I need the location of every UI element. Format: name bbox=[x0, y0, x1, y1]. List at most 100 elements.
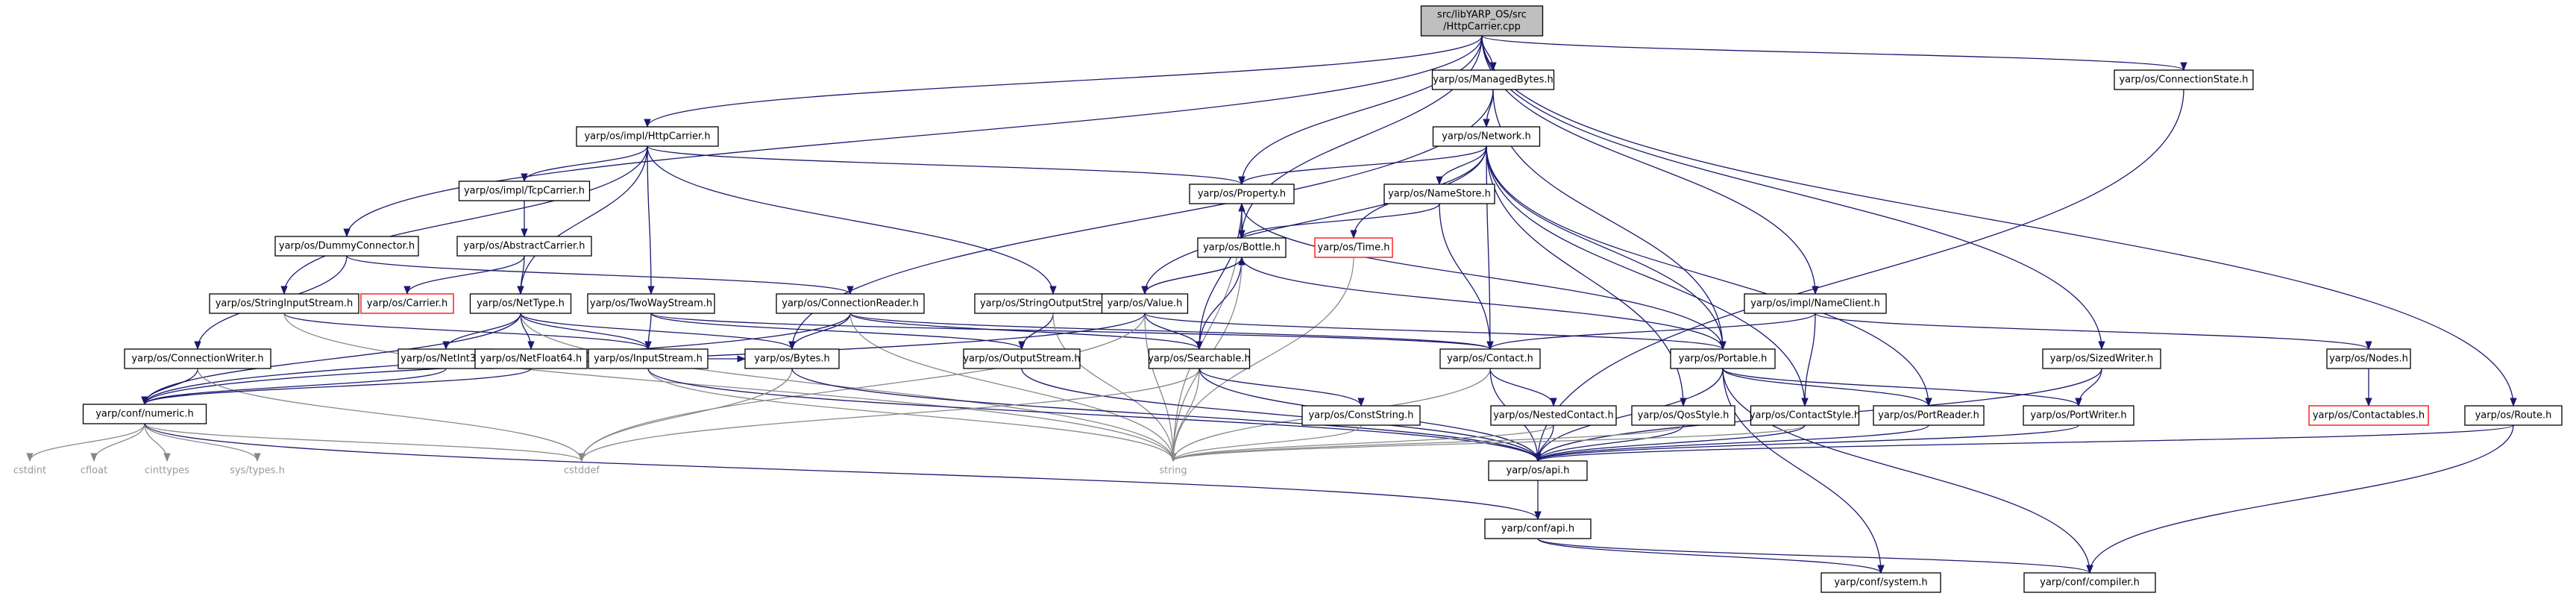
edge-network-to-contact bbox=[1486, 145, 1494, 351]
node-outputstream[interactable]: yarp/os/OutputStream.h bbox=[963, 348, 1081, 369]
node-box-impl_httpcarrier bbox=[576, 126, 719, 147]
node-box-portable bbox=[1670, 348, 1776, 369]
node-stringinputstream[interactable]: yarp/os/StringInputStream.h bbox=[209, 293, 359, 314]
node-label-abstractcarrier: yarp/os/AbstractCarrier.h bbox=[464, 241, 585, 252]
node-managedbytes[interactable]: yarp/os/ManagedBytes.h bbox=[1431, 69, 1555, 90]
node-label-nodes: yarp/os/Nodes.h bbox=[2329, 354, 2408, 365]
node-inputstream[interactable]: yarp/os/InputStream.h bbox=[588, 348, 709, 369]
edge-numeric-to-conf_api bbox=[144, 423, 1542, 521]
node-portwriter[interactable]: yarp/os/PortWriter.h bbox=[2023, 405, 2134, 426]
edge-network-to-portreader bbox=[1486, 145, 1932, 407]
edge-stringoutputstream-to-outputstream bbox=[1018, 313, 1054, 351]
node-sizedwriter[interactable]: yarp/os/SizedWriter.h bbox=[2042, 348, 2161, 369]
node-nettype[interactable]: yarp/os/NetType.h bbox=[469, 293, 572, 314]
node-property[interactable]: yarp/os/Property.h bbox=[1189, 183, 1295, 204]
node-label-stringinputstream: yarp/os/StringInputStream.h bbox=[216, 298, 354, 310]
edge-bottle-to-searchable bbox=[1196, 257, 1243, 351]
node-box-bottle bbox=[1197, 237, 1287, 258]
edge-impl_httpcarrier-to-nettype bbox=[517, 145, 648, 295]
node-bytes[interactable]: yarp/os/Bytes.h bbox=[744, 348, 840, 369]
node-label-systypes: sys/types.h bbox=[230, 465, 285, 477]
node-qosstyle[interactable]: yarp/os/QosStyle.h bbox=[1631, 405, 1735, 426]
edge-stringinputstream-to-string bbox=[283, 313, 1177, 462]
node-label-time: yarp/os/Time.h bbox=[1318, 242, 1390, 254]
node-impl_nameclient[interactable]: yarp/os/impl/NameClient.h bbox=[1744, 293, 1887, 314]
node-contact[interactable]: yarp/os/Contact.h bbox=[1439, 348, 1541, 369]
node-conf_compiler[interactable]: yarp/conf/compiler.h bbox=[2023, 572, 2156, 593]
edge-impl_httpcarrier-to-stringoutputstream bbox=[647, 145, 1057, 295]
node-conststring[interactable]: yarp/os/ConstString.h bbox=[1301, 405, 1421, 426]
node-stringoutputstream[interactable]: yarp/os/StringOutputStream.h bbox=[974, 293, 1132, 314]
node-connectionwriter[interactable]: yarp/os/ConnectionWriter.h bbox=[124, 348, 271, 369]
node-box-network bbox=[1432, 126, 1541, 147]
node-twowaystream[interactable]: yarp/os/TwoWayStream.h bbox=[587, 293, 715, 314]
edge-netint32-to-numeric bbox=[141, 368, 447, 406]
node-label-route: yarp/os/Route.h bbox=[2475, 410, 2552, 421]
node-network[interactable]: yarp/os/Network.h bbox=[1432, 126, 1541, 147]
node-label-nettype: yarp/os/NetType.h bbox=[477, 298, 565, 310]
edge-portable-to-portreader bbox=[1722, 368, 1932, 407]
node-connectionstate[interactable]: yarp/os/ConnectionState.h bbox=[2114, 69, 2254, 90]
node-label-contact: yarp/os/Contact.h bbox=[1447, 354, 1533, 365]
node-connectionreader[interactable]: yarp/os/ConnectionReader.h bbox=[776, 293, 925, 314]
node-label-carrier: yarp/os/Carrier.h bbox=[367, 298, 447, 310]
node-netfloat64[interactable]: yarp/os/NetFloat64.h bbox=[474, 348, 588, 369]
edge-route-to-conf_compiler bbox=[2086, 424, 2514, 574]
node-label-contactables: yarp/os/Contactables.h bbox=[2313, 410, 2425, 421]
node-carrier[interactable]: yarp/os/Carrier.h bbox=[360, 293, 454, 314]
node-box-portwriter bbox=[2023, 405, 2134, 426]
edge-numeric-to-cstddef bbox=[144, 423, 585, 462]
node-label-connectionwriter: yarp/os/ConnectionWriter.h bbox=[131, 354, 263, 365]
edge-portable-to-conf_compiler bbox=[1722, 368, 2093, 574]
edge-impl_httpcarrier-to-impl_tcpcarrier bbox=[521, 145, 648, 183]
edge-impl_nameclient-to-nodes bbox=[1815, 313, 2372, 351]
edge-connectionreader-to-contact bbox=[849, 313, 1494, 351]
edge-impl_nameclient-to-contact bbox=[1486, 313, 1816, 351]
edge-root-to-route bbox=[1481, 35, 2517, 407]
node-portable[interactable]: yarp/os/Portable.h bbox=[1670, 348, 1776, 369]
node-label-outputstream: yarp/os/OutputStream.h bbox=[963, 354, 1080, 365]
node-bottle[interactable]: yarp/os/Bottle.h bbox=[1197, 237, 1287, 258]
edge-network-to-contactstyle bbox=[1486, 145, 1809, 407]
edge-netfloat64-to-numeric bbox=[141, 368, 532, 406]
node-impl_tcpcarrier[interactable]: yarp/os/impl/TcpCarrier.h bbox=[458, 181, 591, 201]
node-label-qosstyle: yarp/os/QosStyle.h bbox=[1638, 410, 1730, 421]
node-time[interactable]: yarp/os/Time.h bbox=[1314, 237, 1393, 258]
edge-numeric-to-cstdint bbox=[26, 423, 145, 462]
node-label-connectionstate: yarp/os/ConnectionState.h bbox=[2119, 75, 2248, 86]
node-systypes: sys/types.h bbox=[230, 465, 285, 477]
node-label-value: yarp/os/Value.h bbox=[1108, 298, 1183, 310]
node-nodes[interactable]: yarp/os/Nodes.h bbox=[2326, 348, 2411, 369]
node-abstractcarrier[interactable]: yarp/os/AbstractCarrier.h bbox=[456, 236, 592, 257]
edge-namestore-to-bottle bbox=[1238, 203, 1440, 239]
node-searchable[interactable]: yarp/os/Searchable.h bbox=[1148, 348, 1251, 369]
edge-root-to-property bbox=[1238, 35, 1483, 186]
edge-network-to-namestore bbox=[1436, 145, 1487, 186]
edge-portable-to-api bbox=[1534, 368, 1724, 462]
node-nestedcontact[interactable]: yarp/os/NestedContact.h bbox=[1490, 405, 1617, 426]
node-root[interactable]: src/libYARP_OS/src/HttpCarrier.cpp bbox=[1420, 5, 1544, 37]
node-label-namestore: yarp/os/NameStore.h bbox=[1388, 189, 1491, 200]
node-label-cfloat: cfloat bbox=[81, 465, 107, 477]
node-label-bottle: yarp/os/Bottle.h bbox=[1203, 242, 1281, 254]
node-namestore[interactable]: yarp/os/NameStore.h bbox=[1383, 183, 1495, 204]
node-box-carrier bbox=[360, 293, 454, 314]
node-dummyconnector[interactable]: yarp/os/DummyConnector.h bbox=[274, 236, 419, 257]
node-conf_api[interactable]: yarp/conf/api.h bbox=[1484, 518, 1592, 539]
node-conf_system[interactable]: yarp/conf/system.h bbox=[1821, 572, 1941, 593]
node-route[interactable]: yarp/os/Route.h bbox=[2464, 405, 2563, 426]
node-impl_httpcarrier[interactable]: yarp/os/impl/HttpCarrier.h bbox=[576, 126, 719, 147]
node-numeric[interactable]: yarp/conf/numeric.h bbox=[82, 404, 207, 424]
node-contactables[interactable]: yarp/os/Contactables.h bbox=[2308, 405, 2429, 426]
edge-connectionreader-to-string bbox=[849, 313, 1177, 462]
node-portreader[interactable]: yarp/os/PortReader.h bbox=[1873, 405, 1985, 426]
node-contactstyle[interactable]: yarp/os/ContactStyle.h bbox=[1750, 405, 1860, 426]
edge-searchable-to-conststring bbox=[1199, 368, 1365, 407]
edge-root-to-sizedwriter bbox=[1481, 35, 2105, 351]
edge-route-to-api bbox=[1534, 424, 2514, 462]
node-api[interactable]: yarp/os/api.h bbox=[1488, 460, 1588, 481]
node-label-impl_nameclient: yarp/os/impl/NameClient.h bbox=[1750, 298, 1880, 310]
node-value[interactable]: yarp/os/Value.h bbox=[1101, 293, 1189, 314]
edge-qosstyle-to-string bbox=[1169, 424, 1684, 462]
edge-network-to-property bbox=[1238, 145, 1487, 186]
